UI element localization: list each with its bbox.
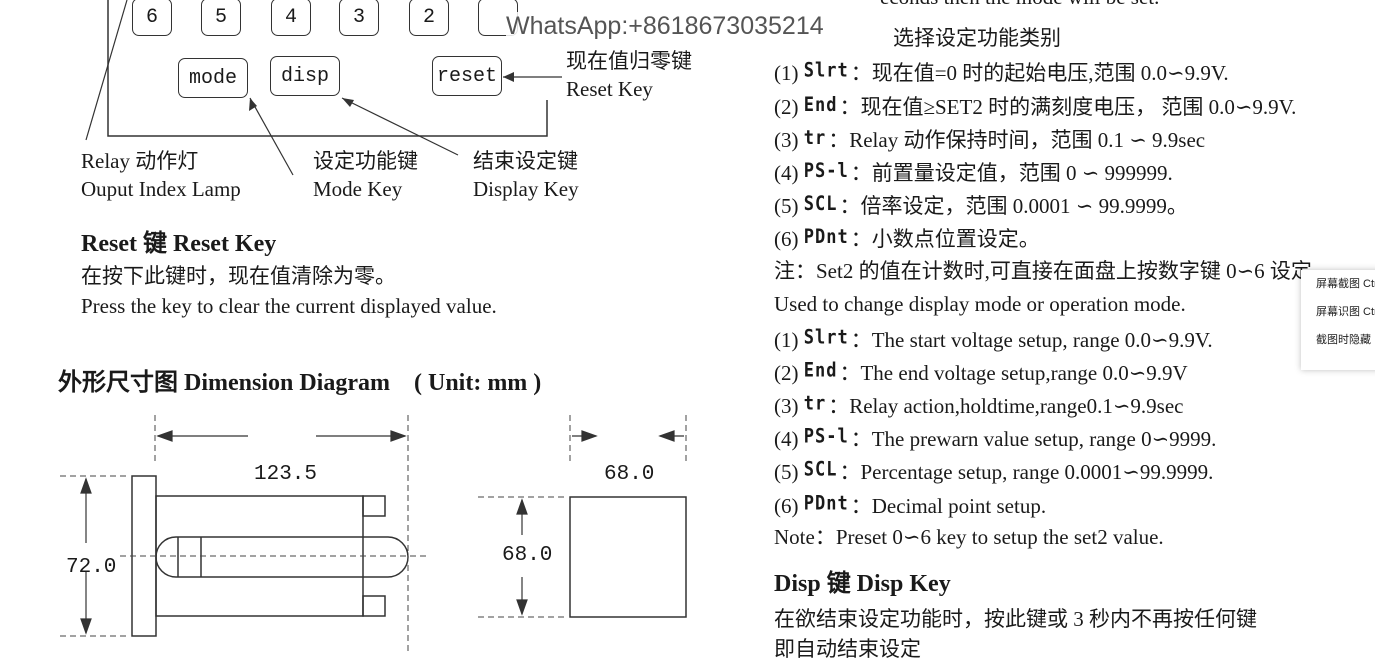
list-item: (5) SCL：倍率设定，范围 0.0001 ∽ 99.9999。 — [774, 191, 1188, 219]
relay-lamp-en-label: Ouput Index Lamp — [81, 177, 241, 201]
segment-code-icon: SCL — [803, 192, 838, 216]
digit-key-4: 4 — [271, 0, 311, 36]
segment-code-icon: PS-l — [803, 425, 849, 449]
item-number: (6) — [774, 494, 799, 518]
list-item: (2) End：The end voltage setup,range 0.0∽… — [774, 358, 1188, 386]
item-number: (4) — [774, 161, 799, 185]
mode-section-title: 选择设定功能类别 — [893, 26, 1061, 50]
segment-code-icon: tr — [803, 126, 827, 150]
watermark: WhatsApp:+8618673035214 — [506, 12, 824, 41]
note-en: Note：Preset 0∽6 key to setup the set2 va… — [774, 525, 1164, 549]
segment-code-icon: End — [803, 93, 838, 117]
digit-key-5: 5 — [201, 0, 241, 36]
dimension-drawing — [60, 415, 687, 654]
mode-key-en-label: Mode Key — [313, 177, 403, 201]
segment-code-icon: PS-l — [803, 159, 849, 183]
reset-desc-en: Press the key to clear the current displ… — [81, 294, 497, 318]
relay-lamp-cn-label: Relay 动作灯 — [81, 149, 199, 173]
dimension-length-label: 123.5 — [254, 463, 318, 486]
note-cn: 注：Set2 的值在计数时,可直接在面盘上按数字键 0∽6 设定 — [774, 259, 1312, 283]
item-number: (5) — [774, 194, 799, 218]
list-item: (3) tr：Relay action,holdtime,range0.1∽9.… — [774, 391, 1183, 419]
item-text: ：Relay action,holdtime,range0.1∽9.9sec — [828, 394, 1184, 418]
item-text: ：The start voltage setup, range 0.0∽9.9V… — [850, 328, 1213, 352]
item-number: (5) — [774, 460, 799, 484]
disp-key: disp — [270, 56, 340, 96]
list-item: (5) SCL：Percentage setup, range 0.0001∽9… — [774, 457, 1213, 485]
item-text: ：现在值=0 时的起始电压,范围 0.0∽9.9V. — [850, 61, 1229, 85]
mode-key-cn-label: 设定功能键 — [313, 149, 418, 173]
reset-key-cn-label: 现在值归零键 — [566, 49, 692, 73]
segment-code-icon: PDnt — [803, 492, 849, 516]
list-item: (6) PDnt：Decimal point setup. — [774, 491, 1046, 519]
disp-key-cn-label: 结束设定键 — [473, 149, 578, 173]
disp-key-en-label: Display Key — [473, 177, 579, 201]
segment-code-icon: Slrt — [803, 59, 849, 83]
disp-desc-cn-2: 即自动结束设定 — [774, 637, 921, 661]
segment-code-icon: End — [803, 359, 838, 383]
list-item: (6) PDnt：小数点位置设定。 — [774, 224, 1040, 252]
segment-code-icon: SCL — [803, 458, 838, 482]
dimension-height-label: 72.0 — [66, 556, 117, 579]
mode-key: mode — [178, 58, 248, 98]
item-text: ：前置量设定值，范围 0 ∽ 999999. — [850, 161, 1173, 185]
dimension-front-height-label: 68.0 — [502, 544, 553, 567]
reset-key-en-label: Reset Key — [566, 77, 653, 101]
item-number: (4) — [774, 427, 799, 451]
top-fragment-text: econds then the mode will be set. — [880, 0, 1159, 10]
item-number: (1) — [774, 328, 799, 352]
segment-code-icon: tr — [803, 392, 827, 416]
segment-code-icon: PDnt — [803, 225, 849, 249]
context-menu-item-hide[interactable]: 截图时隐藏 — [1316, 334, 1371, 346]
list-item: (3) tr：Relay 动作保持时间，范围 0.1 ∽ 9.9sec — [774, 125, 1205, 153]
panel-diagram — [85, 0, 562, 176]
reset-heading: Reset 键 Reset Key — [81, 231, 277, 257]
item-number: (3) — [774, 394, 799, 418]
digit-key-3: 3 — [339, 0, 379, 36]
item-text: ：The end voltage setup,range 0.0∽9.9V — [839, 361, 1188, 385]
item-text: ：Percentage setup, range 0.0001∽99.9999. — [839, 460, 1214, 484]
item-text: ：The prewarn value setup, range 0∽9999. — [850, 427, 1217, 451]
list-item: (2) End：现在值≥SET2 时的满刻度电压， 范围 0.0∽9.9V. — [774, 92, 1296, 120]
item-number: (6) — [774, 227, 799, 251]
dimension-heading: 外形尺寸图 Dimension Diagram ( Unit: mm ) — [58, 370, 542, 396]
item-text: ：Relay 动作保持时间，范围 0.1 ∽ 9.9sec — [828, 128, 1206, 152]
dimension-front-width-label: 68.0 — [604, 463, 655, 486]
item-number: (1) — [774, 61, 799, 85]
disp-heading: Disp 键 Disp Key — [774, 571, 951, 597]
reset-key: reset — [432, 56, 502, 96]
digit-key-2: 2 — [409, 0, 449, 36]
digit-key-6: 6 — [132, 0, 172, 36]
item-number: (3) — [774, 128, 799, 152]
item-number: (2) — [774, 361, 799, 385]
list-item: (4) PS-l：前置量设定值，范围 0 ∽ 999999. — [774, 158, 1173, 186]
disp-desc-cn: 在欲结束设定功能时，按此键或 3 秒内不再按任何键 — [774, 607, 1257, 631]
reset-desc-cn: 在按下此键时，现在值清除为零。 — [81, 264, 396, 288]
item-number: (2) — [774, 95, 799, 119]
segment-code-icon: Slrt — [803, 326, 849, 350]
list-item: (1) Slrt：现在值=0 时的起始电压,范围 0.0∽9.9V. — [774, 58, 1229, 86]
list-item: (4) PS-l：The prewarn value setup, range … — [774, 424, 1216, 452]
context-menu: 屏幕截图 Ctrl 屏幕识图 Ctrl 截图时隐藏 — [1301, 270, 1375, 370]
context-menu-item-ocr[interactable]: 屏幕识图 Ctrl — [1316, 306, 1375, 318]
item-text: ：Decimal point setup. — [850, 494, 1047, 518]
context-menu-item-screenshot[interactable]: 屏幕截图 Ctrl — [1316, 278, 1375, 290]
item-text: ：现在值≥SET2 时的满刻度电压， 范围 0.0∽9.9V. — [839, 95, 1297, 119]
item-text: ：倍率设定，范围 0.0001 ∽ 99.9999。 — [839, 194, 1188, 218]
item-text: ：小数点位置设定。 — [850, 227, 1040, 251]
list-item: (1) Slrt：The start voltage setup, range … — [774, 325, 1213, 353]
used-en: Used to change display mode or operation… — [774, 292, 1186, 316]
